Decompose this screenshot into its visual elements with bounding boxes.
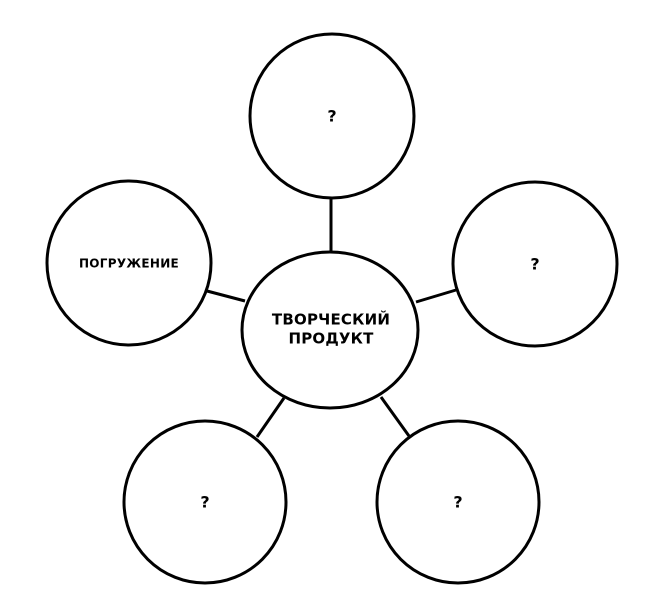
node-left-label: ПОГРУЖЕНИЕ [79,257,179,271]
node-left: ПОГРУЖЕНИЕ [45,179,213,347]
node-top-circle [248,32,416,200]
node-bottom-left: ? [122,419,288,585]
node-bottom-left-circle [122,419,288,585]
connector-left [206,289,246,303]
connector-right [415,288,457,304]
center-node: ТВОРЧЕСКИЙ ПРОДУКТ [240,250,420,410]
node-left-circle [45,179,213,347]
center-node-circle [240,250,420,410]
node-bottom-right-circle [375,419,541,585]
node-right-circle [451,180,619,348]
node-right: ? [451,180,619,348]
node-top: ? [248,32,416,200]
node-right-label: ? [530,255,539,274]
center-node-label-line1: ТВОРЧЕСКИЙ [272,310,390,329]
node-bottom-right: ? [375,419,541,585]
node-top-label: ? [327,107,336,126]
connector-bottom-right [379,396,411,437]
node-bottom-right-label: ? [453,493,462,512]
connector-bottom-left [255,397,286,438]
center-node-label-line2: ПРОДУКТ [288,330,374,348]
node-bottom-left-label: ? [200,493,209,512]
